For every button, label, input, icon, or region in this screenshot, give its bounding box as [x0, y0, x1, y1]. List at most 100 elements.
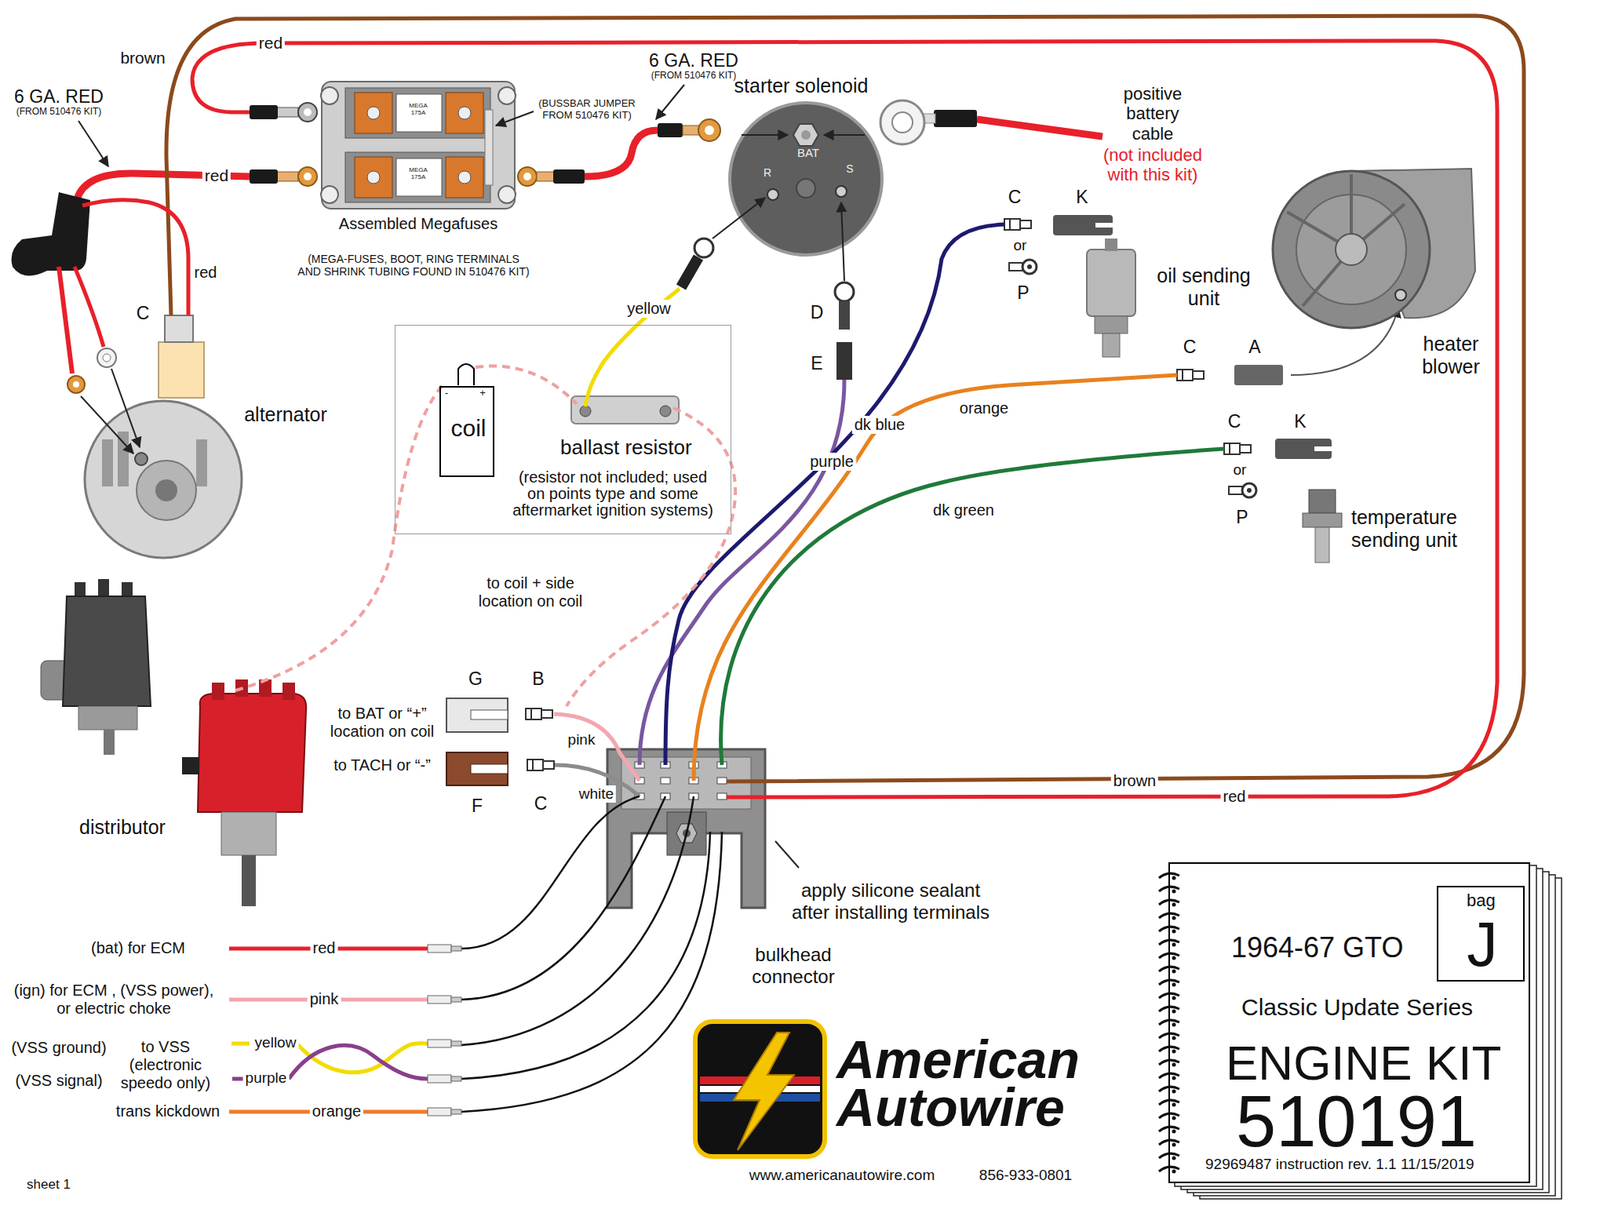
bulkhead-connector	[717, 793, 727, 800]
wire-color-label: purple	[807, 452, 857, 471]
engine-harness-wires	[693, 375, 1178, 781]
wire-color-label: red	[256, 33, 285, 53]
sending-units	[1314, 446, 1332, 452]
wire-color-label: pink	[565, 731, 598, 749]
note-text: (not included with this kit)	[1093, 145, 1212, 186]
leader-lines	[841, 202, 845, 281]
booklet-illustration	[1168, 862, 1531, 1184]
megafuse-assembly	[445, 92, 484, 134]
terminal-hardware	[933, 109, 977, 128]
sending-units	[1102, 333, 1120, 358]
logo: American Autowire	[693, 1020, 1118, 1159]
engine-harness-wires	[82, 15, 1524, 798]
node-text: 92969487 instruction rev. 1.1 11/15/2019	[1205, 1156, 1475, 1172]
pigtail-terminals	[451, 1109, 462, 1115]
starter-solenoid	[793, 123, 819, 146]
battery-boot	[58, 266, 73, 374]
distributor-illustration	[211, 682, 225, 700]
bulkhead-connector	[717, 777, 727, 784]
distributor-illustration	[182, 757, 200, 775]
sending-units	[1086, 249, 1136, 317]
wire-color-label: red	[202, 166, 231, 186]
pigtail-terminals	[451, 946, 462, 952]
callout-letter: P	[1235, 506, 1248, 528]
ignition-connectors	[446, 752, 508, 786]
battery-boot	[11, 192, 141, 454]
battery-boot	[11, 192, 92, 276]
heater-blower	[1272, 171, 1430, 329]
node-text: 510191	[1235, 1085, 1477, 1158]
part-name: starter solenoid	[734, 74, 869, 98]
node-text: J	[1438, 914, 1527, 977]
pigtail-terminals	[427, 1075, 452, 1083]
alternator-illustration	[196, 439, 208, 487]
pin-function: (VSS signal)	[14, 1071, 103, 1090]
battery-cables	[584, 130, 658, 177]
solenoid-terminals	[694, 238, 714, 258]
alternator-illustration	[136, 460, 197, 521]
wire-color-label: red	[310, 939, 339, 958]
node-text: ENGINE KIT	[1225, 1038, 1502, 1088]
pin-function: (bat) for ECM	[91, 939, 186, 958]
megafuse-assembly	[249, 169, 278, 184]
node-text: ballast resistor	[560, 436, 693, 460]
pigtail-wires	[461, 796, 666, 1000]
engine-harness-wires	[721, 448, 1225, 766]
distributor-illustration	[241, 855, 256, 907]
pigtail-terminals	[451, 1076, 462, 1082]
node-text: Classic Update Series	[1241, 995, 1473, 1020]
wire-color-label: white	[576, 785, 616, 803]
polarity-mark: +	[479, 387, 486, 400]
megafuse-assembly	[396, 158, 442, 197]
pigtail-terminals	[427, 1107, 452, 1116]
sending-units	[1302, 513, 1342, 528]
starter-solenoid	[767, 189, 779, 201]
terminal-hardware	[880, 100, 925, 145]
wire-color-label: brown	[1111, 772, 1159, 791]
heater-blower	[1395, 289, 1407, 301]
megafuse-assembly	[553, 169, 585, 184]
megafuse-assembly	[498, 87, 516, 105]
part-name: Assembled Megafuses	[338, 215, 498, 234]
wire-color-label: dk blue	[852, 415, 908, 434]
footer-text: www.americanautowire.com	[749, 1166, 936, 1185]
alternator-plug	[158, 315, 205, 398]
ignition-connectors	[470, 710, 508, 720]
node-text: American Autowire	[836, 1035, 1112, 1132]
wire-color-label: red	[192, 263, 220, 282]
sending-units	[1094, 316, 1128, 334]
pin-function: to BAT or “+” location on coil	[323, 704, 442, 741]
megafuse-assembly	[249, 105, 278, 120]
battery-cables	[76, 119, 1103, 203]
megafuse-assembly	[367, 106, 380, 120]
sending-units	[1315, 527, 1330, 563]
heater-blower	[1272, 168, 1476, 329]
wire-color-label: orange	[957, 399, 1011, 418]
megafuse-assembly	[367, 171, 380, 184]
logo-icon	[695, 1021, 825, 1157]
engine-harness-wires	[166, 15, 1524, 782]
megafuse-assembly	[303, 108, 312, 117]
alternator-plug	[164, 315, 194, 343]
part-name: distributor	[79, 816, 166, 839]
battery-boot	[102, 353, 111, 362]
distributor-illustration	[103, 729, 115, 755]
megafuse-assembly	[345, 87, 491, 139]
starter-solenoid	[729, 102, 883, 256]
callout-letter: K	[1075, 186, 1088, 208]
ignition-connectors	[446, 698, 508, 733]
megafuse-assembly	[458, 171, 471, 184]
sending-units	[1228, 483, 1257, 498]
note-text: or	[1233, 461, 1247, 479]
pigtail-terminals	[427, 944, 452, 953]
wire-color-label: red	[1220, 787, 1249, 806]
callout-letter: K	[1293, 411, 1306, 432]
part-name: positive battery cable	[1109, 83, 1196, 144]
note-text: (BUSSBAR JUMPER FROM 510476 KIT)	[534, 98, 641, 122]
engine-harness-wires	[665, 224, 1005, 766]
megafuse-assembly	[498, 185, 516, 204]
leader-lines	[775, 841, 799, 868]
wire-color-label: dk green	[930, 501, 997, 520]
megafuse-assembly	[321, 81, 515, 209]
